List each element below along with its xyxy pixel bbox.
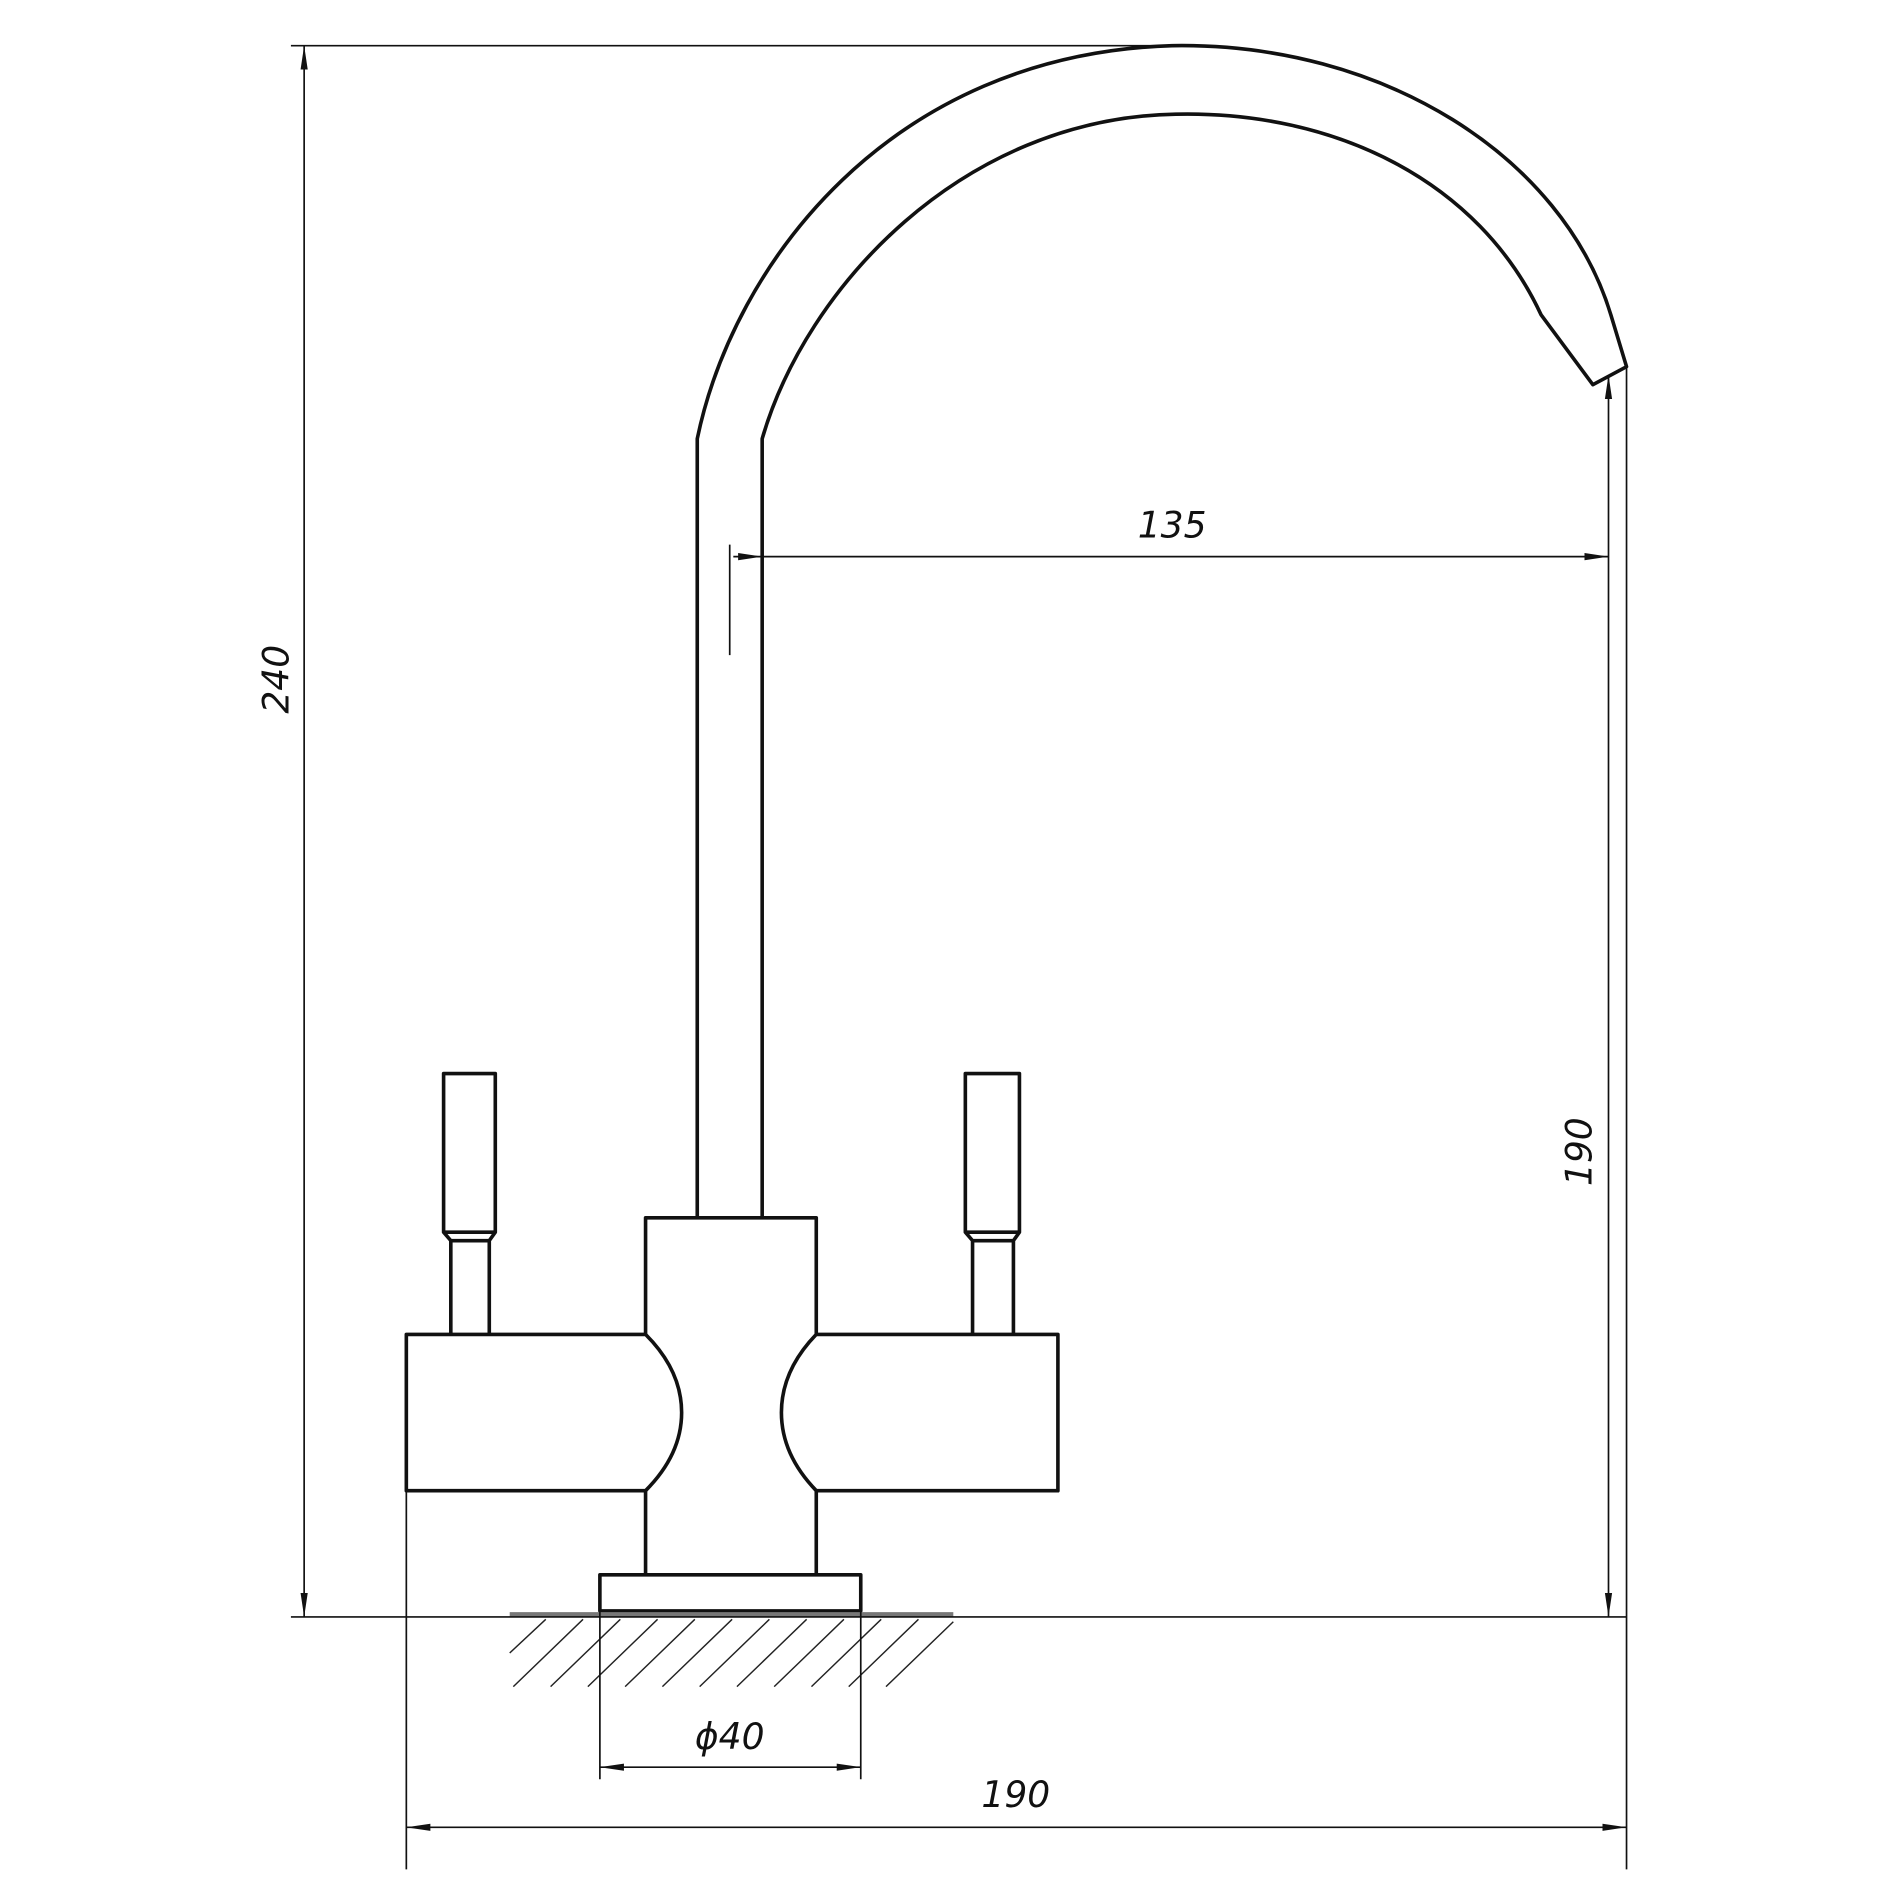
hatch-line [736, 1618, 808, 1688]
dim-label-240: 240 [256, 645, 298, 714]
dim-label-135: 135 [1138, 504, 1207, 546]
spout-outer-contour [695, 43, 1629, 1217]
hatch-line [550, 1618, 621, 1688]
hatch-line [661, 1618, 733, 1688]
spout [695, 43, 1629, 1217]
body-center-column [643, 1215, 819, 1575]
ground-hatching [509, 1618, 954, 1688]
left-valve-housing [404, 1332, 684, 1493]
hatch-line [848, 1618, 919, 1688]
hatch-line [512, 1618, 584, 1688]
dimension-base-diameter: ϕ40 [599, 1610, 862, 1780]
right-handle [963, 1071, 1022, 1335]
dim-label-190-height: 190 [1559, 1117, 1601, 1186]
hatch-line [624, 1618, 696, 1688]
hatch-line [885, 1621, 954, 1688]
left-handle [441, 1071, 498, 1335]
arrowhead [738, 552, 763, 561]
mounting-surface [509, 1612, 954, 1688]
dim-label-190-width: 190 [981, 1774, 1050, 1816]
dim-label-phi40: ϕ40 [695, 1716, 765, 1758]
dimension-total-width: 190 [405, 1490, 1627, 1870]
hatch-line [810, 1618, 882, 1688]
hatch-line [773, 1618, 845, 1688]
hatch-line [699, 1618, 770, 1688]
dimension-outlet-height: 190 [1559, 366, 1628, 1870]
faucet-body [404, 1071, 1060, 1613]
right-valve-housing [779, 1332, 1060, 1493]
base-plate [598, 1573, 863, 1613]
dimension-spout-reach: 135 [728, 504, 1609, 656]
dimension-total-height: 240 [256, 44, 1627, 1618]
hatch-line [587, 1618, 659, 1688]
hatch-line [509, 1618, 547, 1654]
